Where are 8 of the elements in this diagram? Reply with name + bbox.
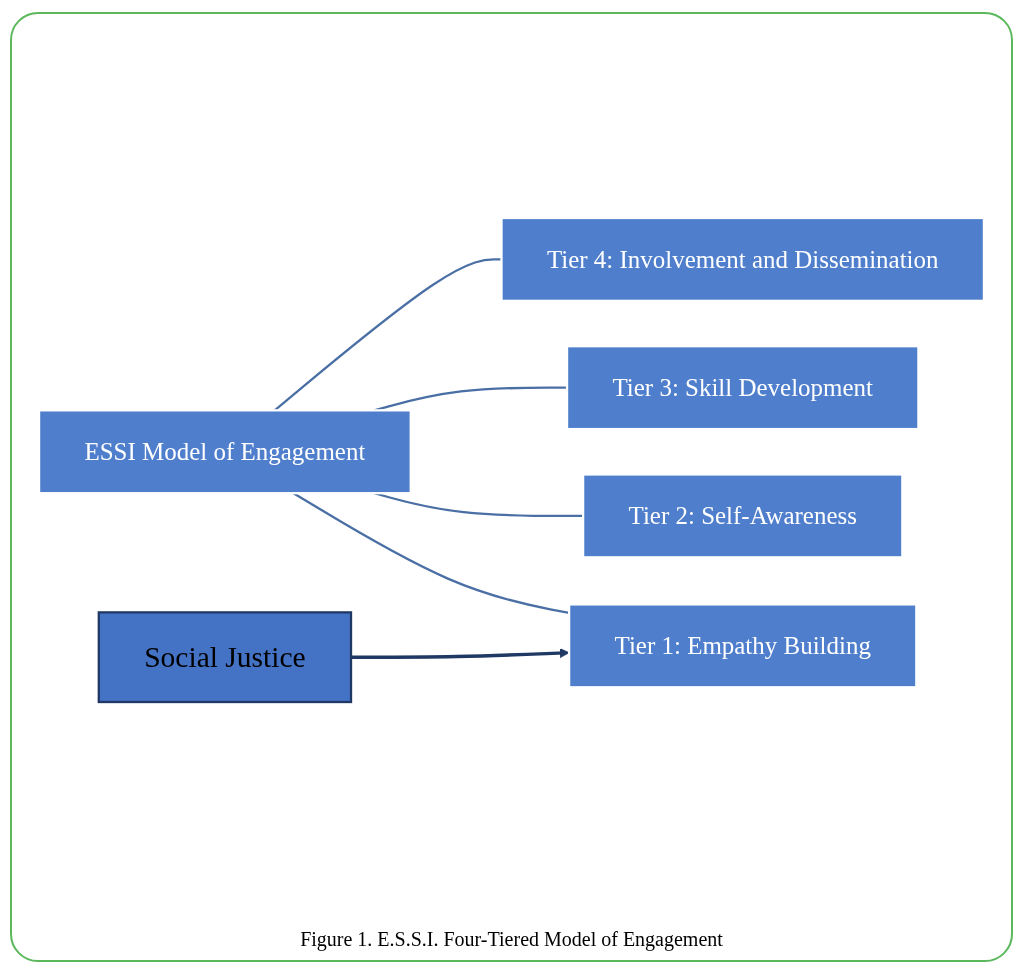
figure-caption: Figure 1. E.S.S.I. Four-Tiered Model of Engagement (300, 928, 723, 951)
node-box: Tier 4: Involvement and Dissemination (500, 216, 986, 302)
arrow (351, 648, 570, 659)
node-box: Tier 2: Self-Awareness (582, 473, 904, 559)
node-box: Tier 1: Empathy Building (568, 603, 918, 689)
node-box: ESSI Model of Engagement (37, 409, 412, 495)
node-box: Tier 3: Skill Development (565, 345, 920, 431)
node-box: Social Justice (97, 611, 353, 704)
